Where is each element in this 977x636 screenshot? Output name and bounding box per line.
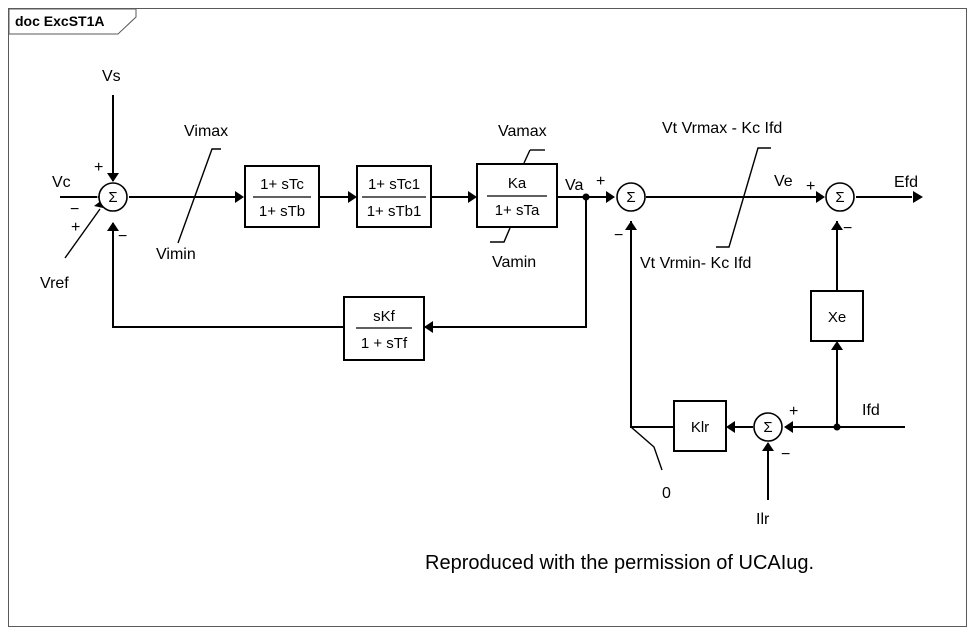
sign-minus: − (843, 220, 852, 237)
sum-junction-4: Σ (753, 412, 783, 442)
vi-limiter (177, 148, 221, 244)
block-denominator: 1+ sTb (259, 203, 305, 220)
sum-junction-1: Σ (98, 182, 128, 212)
sum3-in-arrow (816, 191, 825, 203)
xe-in-arrow (831, 341, 843, 350)
vs-arrow (107, 173, 119, 182)
klr-block: Klr (673, 400, 727, 452)
ilr-arrow (762, 442, 774, 451)
block-label: Xe (828, 309, 846, 326)
va-junction (582, 193, 590, 201)
vamin-label: Vamin (492, 254, 536, 271)
diagram-frame (8, 8, 967, 627)
zero-label: 0 (662, 485, 671, 502)
klr-out-wire (630, 221, 674, 428)
vamax-tick (523, 149, 531, 164)
sign-minus: − (781, 446, 790, 463)
sign-plus: + (94, 159, 103, 176)
sum-junction-2: Σ (616, 182, 646, 212)
signal-wires (60, 95, 912, 500)
sign-plus: + (806, 178, 815, 195)
klr-in-arrow (726, 421, 735, 433)
vrmin-label: Vt Vrmin- Kc Ifd (640, 255, 751, 272)
vc-label: Vc (52, 174, 71, 191)
klr-limiter-line (630, 426, 663, 471)
vimax-label: Vimax (184, 123, 228, 140)
diagram-title: doc ExcST1A (15, 13, 104, 29)
amp-in-arrow (468, 191, 477, 203)
efd-label: Efd (894, 174, 918, 191)
block-numerator: sKf (373, 308, 396, 325)
sign-plus: + (789, 403, 798, 420)
ll2-in-arrow (348, 191, 357, 203)
block-numerator: Ka (508, 175, 527, 192)
feedback-in-arrow (424, 321, 433, 333)
feedback-block: sKf 1 + sTf (343, 296, 425, 361)
block-denominator: 1+ sTa (495, 202, 540, 219)
feedback-return-wire (112, 223, 344, 328)
block-numerator: 1+ sTc1 (368, 176, 420, 193)
vs-label: Vs (102, 68, 121, 85)
lead-lag-block-2: 1+ sTc1 1+ sTb1 (356, 165, 432, 228)
sum-symbol: Σ (626, 189, 635, 206)
amplifier-block: Ka 1+ sTa (476, 163, 558, 228)
sum2-in-arrow (606, 191, 615, 203)
efd-arrow (913, 191, 923, 203)
sign-plus: + (596, 173, 605, 190)
va-label: Va (565, 177, 583, 194)
sum-symbol: Σ (763, 419, 772, 436)
sum-junction-3: Σ (825, 182, 855, 212)
ve-label: Ve (774, 173, 793, 190)
sum-symbol: Σ (835, 189, 844, 206)
vr-limiter-line (716, 147, 771, 248)
block-numerator: 1+ sTc (260, 176, 304, 193)
klr-sum2-arrow (625, 221, 637, 230)
junction-signs: + − + − + − + − + − (70, 159, 852, 463)
ll1-in-arrow (235, 191, 244, 203)
vrmax-label: Vt Vrmax - Kc Ifd (662, 120, 782, 137)
sum-symbol: Σ (108, 189, 117, 206)
sign-minus: − (118, 228, 127, 245)
vr-limiter (716, 147, 771, 248)
vimin-label: Vimin (156, 246, 196, 263)
vamin-tick (490, 227, 511, 243)
block-denominator: 1 + sTf (361, 335, 408, 352)
va-limiter (490, 149, 545, 243)
klr-limiter (630, 426, 663, 471)
title-tab: doc ExcST1A (8, 8, 137, 35)
vref-label: Vref (40, 275, 69, 292)
va-feedback-wire (424, 197, 587, 328)
signal-labels: Vc Vs Vref Vimax Vimin Vamax Vamin Va Vt… (40, 68, 918, 528)
vamax-label: Vamax (498, 123, 547, 140)
ilr-label: Ilr (756, 511, 770, 528)
lead-lag-block-1: 1+ sTc 1+ sTb (244, 165, 320, 228)
xe-sum3-arrow (831, 221, 843, 230)
vref-wire (64, 208, 101, 259)
sign-minus: − (614, 227, 623, 244)
block-denominator: 1+ sTb1 (367, 203, 422, 220)
permission-caption: Reproduced with the permission of UCAIug… (425, 552, 814, 574)
sum4-in-arrow (784, 421, 793, 433)
sign-minus: − (70, 201, 79, 218)
ifd-label: Ifd (862, 402, 880, 419)
block-label: Klr (691, 419, 709, 436)
feedback-arrow (107, 222, 119, 231)
ifd-junction (833, 423, 841, 431)
vi-limiter-line (177, 148, 221, 244)
xe-block: Xe (810, 290, 864, 342)
sign-plus: + (71, 219, 80, 236)
